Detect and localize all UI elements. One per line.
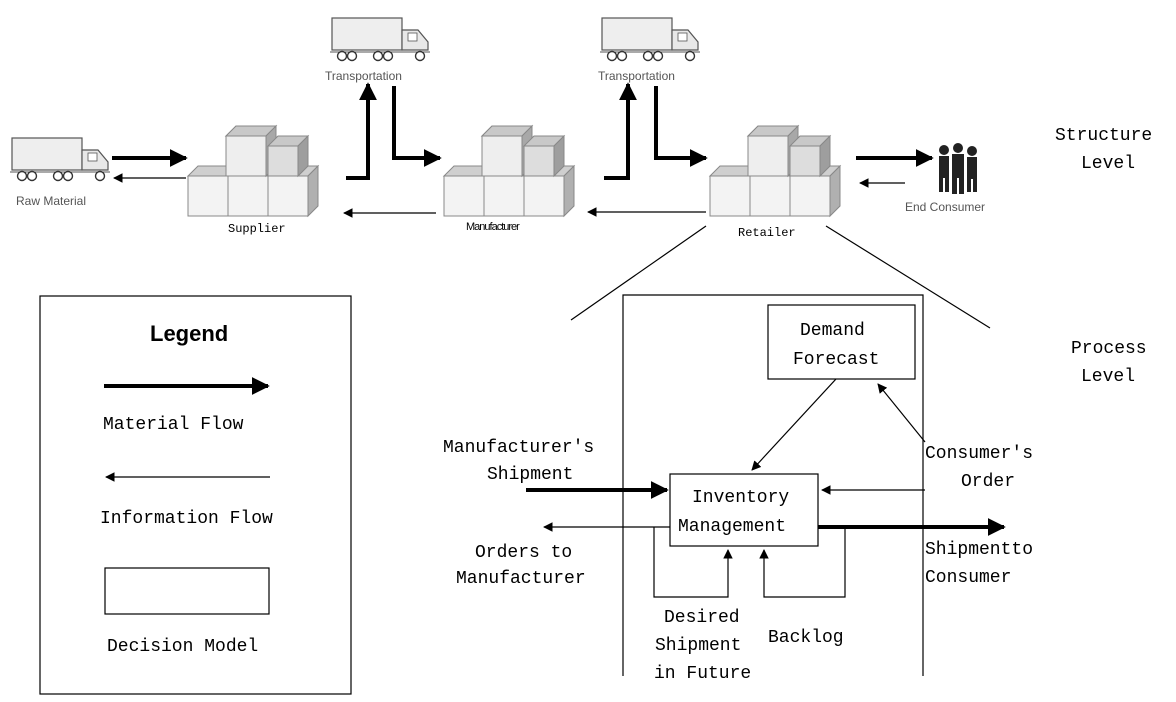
legend-information-flow-label: Information Flow <box>100 509 273 529</box>
manufacturer-label: Manufacturer <box>466 221 520 233</box>
structure-level-label-2: Level <box>1081 154 1135 174</box>
shipment-to-consumer-label-2: Consumer <box>925 568 1011 588</box>
supplier-label: Supplier <box>228 222 286 236</box>
transport-to-retailer-arrow <box>656 86 706 158</box>
inventory-management-label-1: Inventory <box>692 488 789 508</box>
manufacturer-boxes-icon <box>444 126 574 216</box>
raw-material-truck-icon <box>10 138 110 181</box>
supplier-boxes-icon <box>188 126 318 216</box>
end-consumer-label: End Consumer <box>905 200 985 214</box>
consumers-order-label-1: Consumer's <box>925 444 1033 464</box>
orders-to-manufacturer-label-2: Manufacturer <box>456 569 586 589</box>
backlog-label: Backlog <box>768 628 844 648</box>
forecast-to-inventory-arrow <box>752 379 836 470</box>
transportation-label-1: Transportation <box>325 69 402 83</box>
manufacturers-shipment-label-1: Manufacturer's <box>443 438 594 458</box>
desired-shipment-label-1: Desired <box>664 608 740 628</box>
consumer-order-to-forecast-arrow <box>878 384 925 442</box>
shipment-to-consumer-label-1: Shipmentto <box>925 540 1033 560</box>
legend-material-flow-label: Material Flow <box>103 415 244 435</box>
transportation-label-2: Transportation <box>598 69 675 83</box>
orders-to-manufacturer-label-1: Orders to <box>475 543 572 563</box>
end-consumers-icon <box>939 143 977 194</box>
process-level-label-1: Process <box>1071 339 1147 359</box>
transport-to-manufacturer-arrow <box>394 86 440 158</box>
desired-shipment-label-3: in Future <box>654 664 751 684</box>
consumers-order-label-2: Order <box>961 472 1015 492</box>
structure-level-label-1: Structure <box>1055 126 1152 146</box>
demand-forecast-label-2: Forecast <box>793 350 879 370</box>
transportation-truck-icon-2 <box>600 18 700 61</box>
supplier-to-transport-arrow <box>346 84 368 178</box>
transportation-truck-icon-1 <box>330 18 430 61</box>
process-level-label-2: Level <box>1081 367 1135 387</box>
retailer-boxes-icon <box>710 126 840 216</box>
legend-box <box>40 296 351 694</box>
manufacturers-shipment-label-2: Shipment <box>487 465 573 485</box>
desired-shipment-label-2: Shipment <box>655 636 741 656</box>
raw-material-label: Raw Material <box>16 194 86 208</box>
inventory-management-label-2: Management <box>678 517 786 537</box>
demand-forecast-label-1: Demand <box>800 321 865 341</box>
zoom-line-left <box>571 226 706 320</box>
manufacturer-to-transport-arrow <box>604 84 628 178</box>
legend-title: Legend <box>150 321 228 346</box>
legend-decision-model-box <box>105 568 269 614</box>
legend-decision-model-label: Decision Model <box>107 637 258 657</box>
retailer-label: Retailer <box>738 226 796 240</box>
